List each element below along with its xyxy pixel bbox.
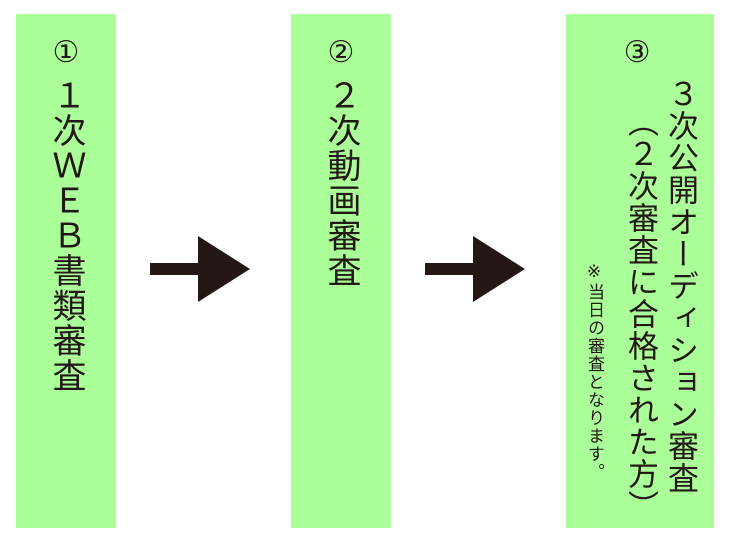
step-3-label: ３次公開オーディション審査	[662, 78, 698, 494]
step-2-number: ②	[327, 35, 355, 70]
step-2-label: ２次動画審査	[321, 78, 361, 288]
arrow-right-icon	[150, 236, 250, 302]
step-2-box: ② ２次動画審査	[291, 14, 391, 528]
step-3-number: ③	[623, 35, 651, 70]
step-3-note: ※当日の審査となります。	[584, 262, 604, 481]
step-3-sublabel: （２次審査に合格された方）	[622, 106, 658, 522]
step-1-box: ① １次ＷＥＢ書類審査	[16, 14, 116, 528]
step-3-box: ③ ３次公開オーディション審査 （２次審査に合格された方） ※当日の審査となりま…	[566, 14, 714, 528]
step-1-label: １次ＷＥＢ書類審査	[46, 78, 86, 393]
step-1-number: ①	[52, 35, 80, 70]
arrow-right-icon	[425, 236, 525, 302]
